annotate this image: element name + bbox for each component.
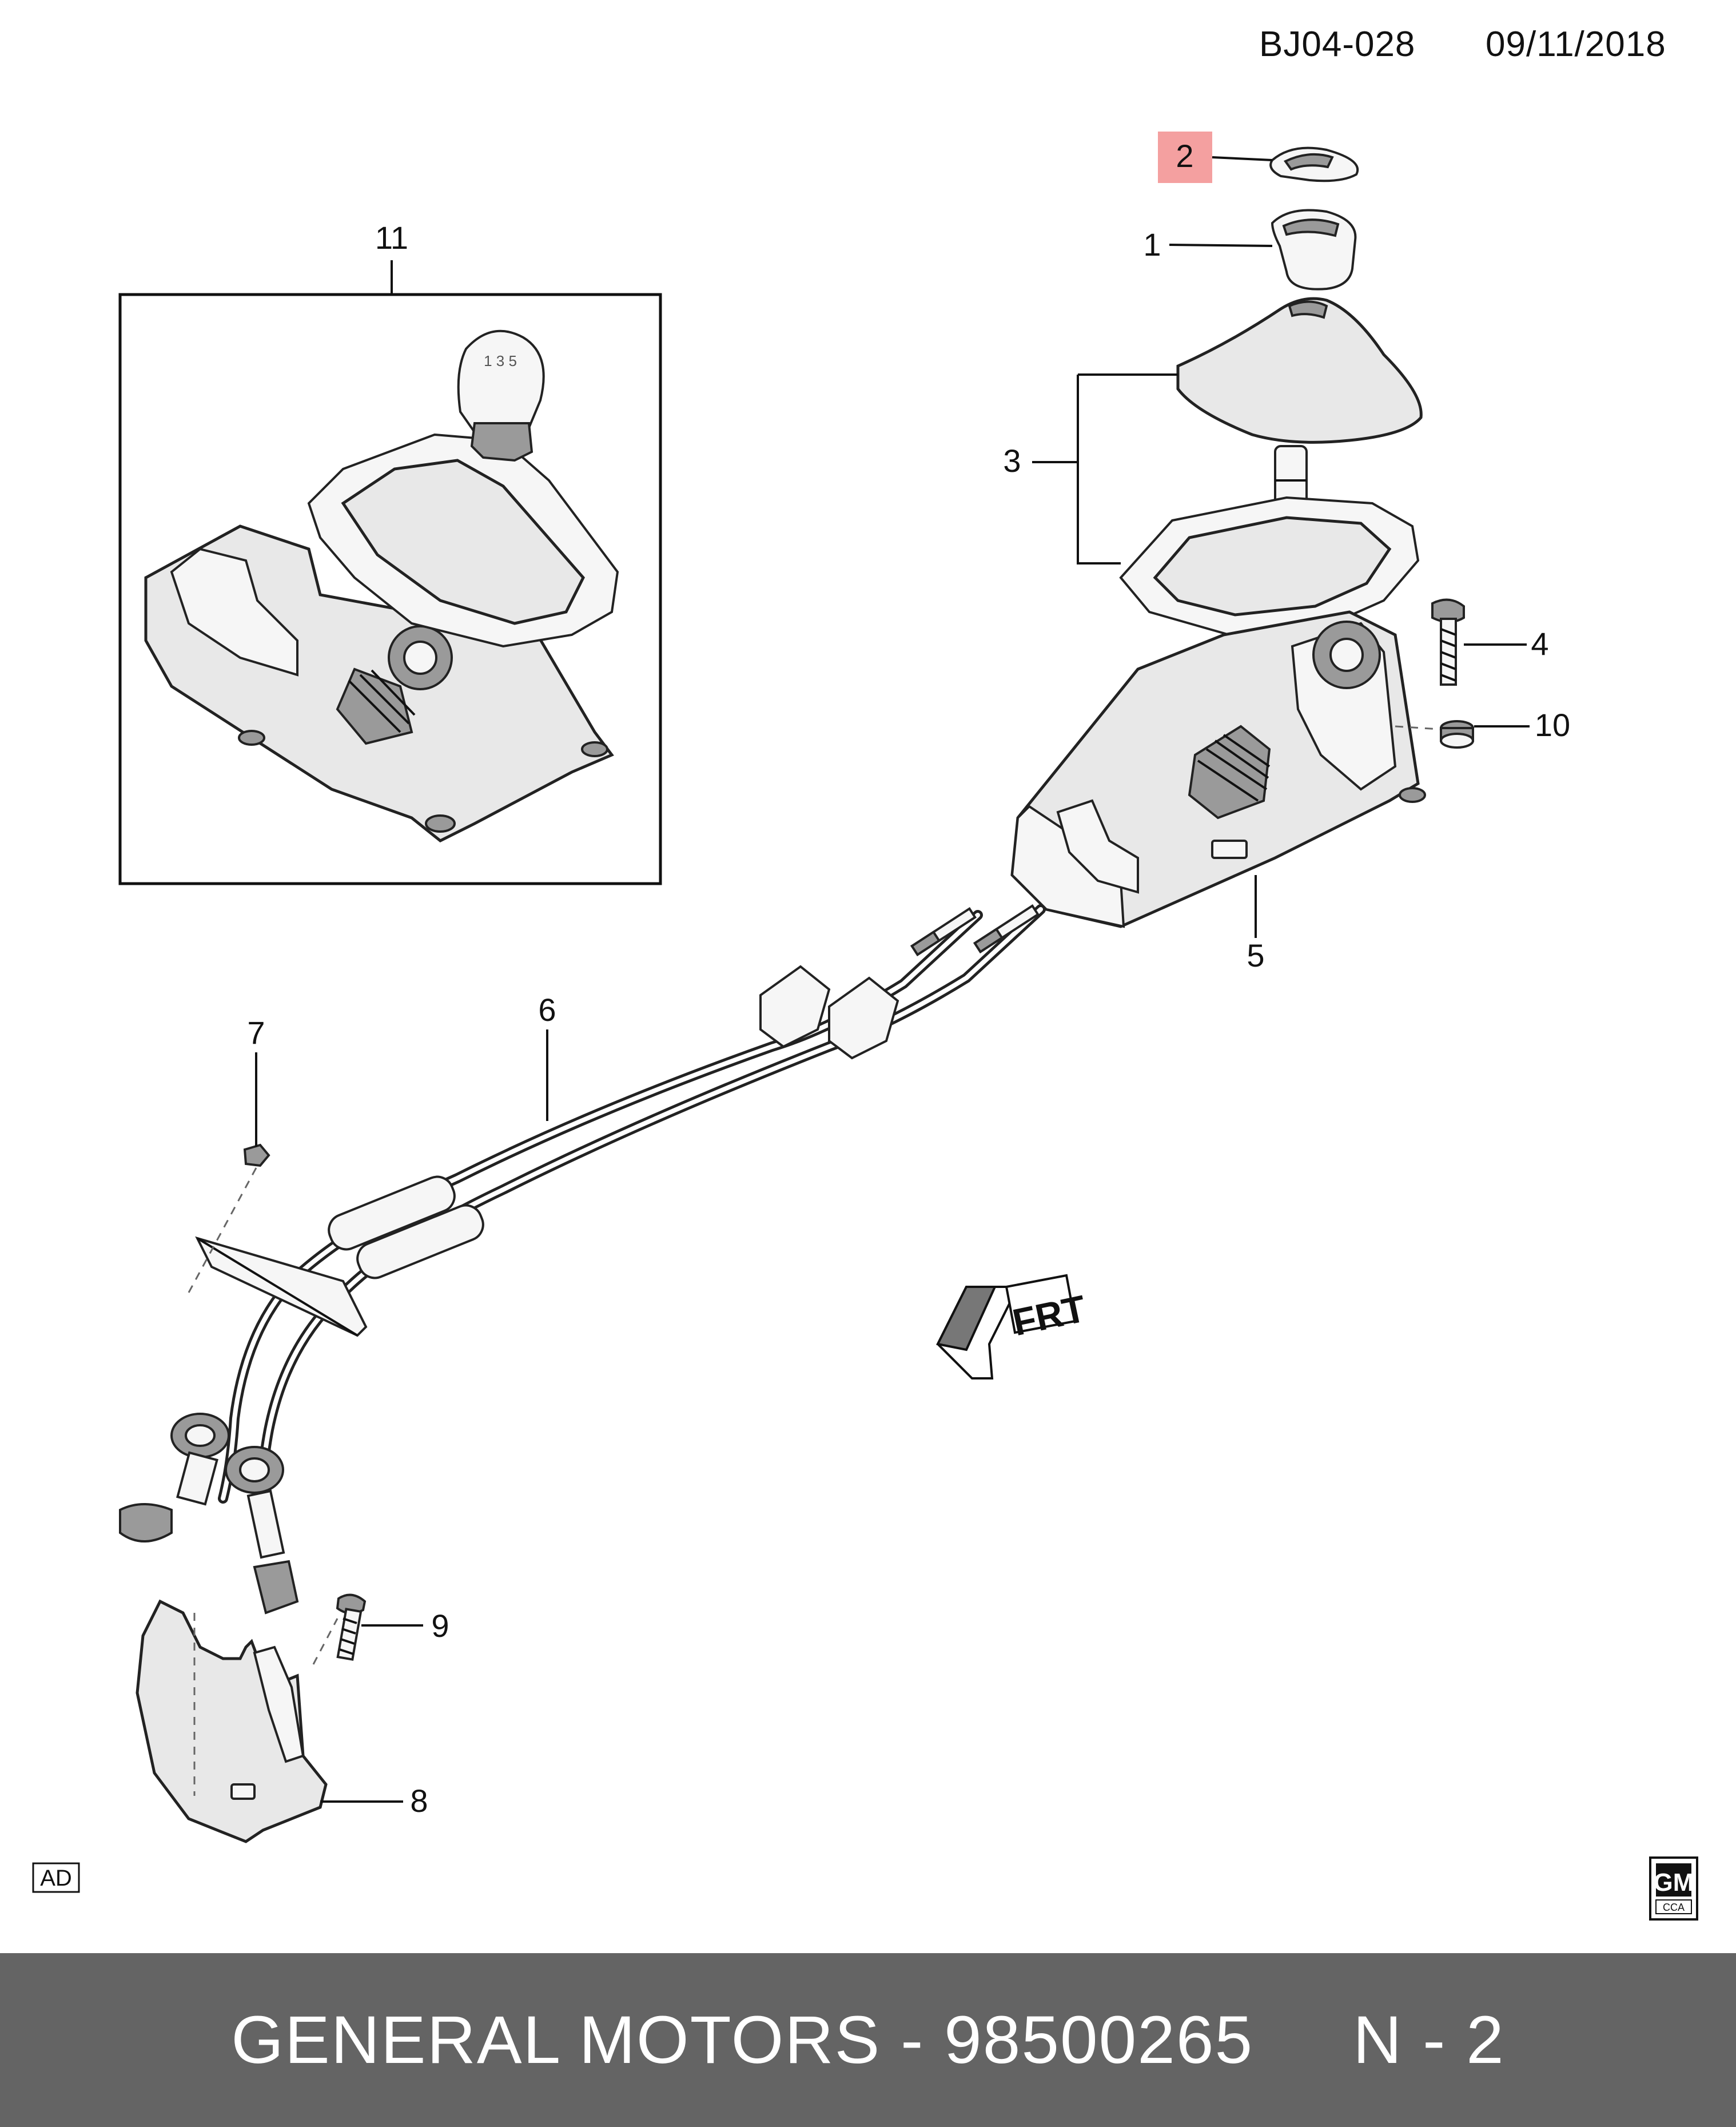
callout-4: 4 [1531,626,1548,662]
ad-label: AD [40,1866,72,1891]
front-direction-arrow-icon: FRT [936,1274,1089,1379]
bolt-part-9 [336,1593,367,1661]
callout-7: 7 [247,1015,265,1051]
callout-9: 9 [431,1608,449,1644]
svg-text:1 3 5: 1 3 5 [484,352,517,369]
callout-5: 5 [1247,937,1264,973]
shifter-main-assembly [1010,146,1426,928]
bracket-part-8 [136,1599,328,1843]
grommet-part-10 [1440,720,1474,749]
callout-10: 10 [1535,707,1570,743]
footer-text: GENERAL MOTORS - 98500265 N - 2 [231,2002,1505,2078]
doc-date: 09/11/2018 [1486,25,1666,64]
footer-bar: GENERAL MOTORS - 98500265 N - 2 [0,1953,1736,2127]
ad-label-box: AD [32,1862,80,1893]
callout-2-highlight [1158,132,1212,183]
callout-8: 8 [410,1783,428,1819]
exploded-parts-diagram: 1 3 5 [32,132,1698,1921]
callout-3: 3 [1003,443,1021,479]
gm-logo-text: GM [1654,1868,1694,1897]
bolt-part-4 [1431,598,1465,686]
inset-assembly-11: 1 3 5 [118,260,662,885]
callout-2: 2 [1176,138,1193,174]
cca-text: CCA [1663,1902,1685,1913]
callout-6: 6 [538,992,556,1028]
doc-code: BJ04-028 [1259,25,1416,64]
nut-part-7 [243,1143,270,1167]
callout-11: 11 [375,220,408,256]
gm-logo-icon: GM CCA [1649,1856,1698,1921]
boot-part-3 [1176,297,1423,444]
shift-cables-part-6 [119,904,1046,1615]
callout-1: 1 [1143,226,1161,263]
